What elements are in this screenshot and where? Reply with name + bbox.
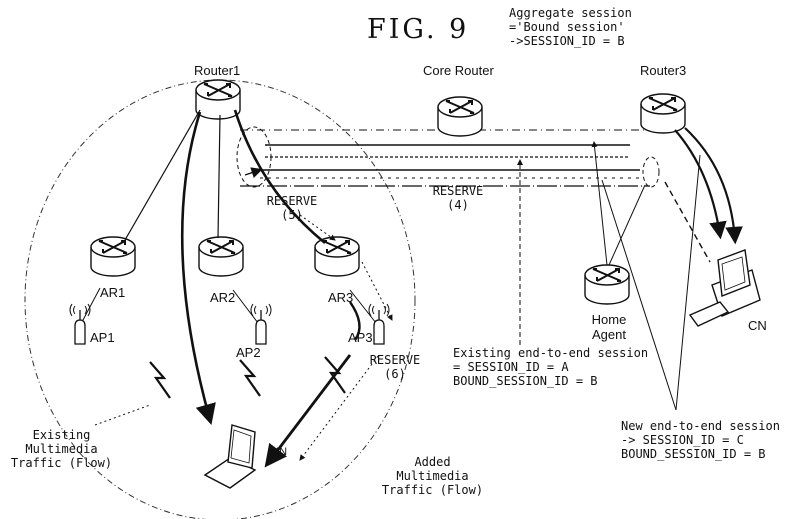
wireless-link-icon: [148, 360, 172, 400]
ap1-label: AP1: [90, 330, 115, 345]
figure-title: FIG. 9: [367, 14, 470, 45]
aggregate-note: Aggregate session='Bound session'->SESSI…: [509, 6, 632, 48]
router1-icon: [195, 79, 241, 120]
wireless-link-icon: [238, 358, 262, 398]
mn-label: MN: [270, 446, 288, 458]
router1-label: Router1: [194, 63, 241, 78]
ar2-label: AR2: [210, 290, 236, 305]
ap3-label: AP3: [348, 330, 373, 345]
ap1-icon: [69, 303, 91, 345]
reserve-5-label: RESERVE(5): [266, 194, 318, 222]
ar3-router-icon: [314, 236, 360, 277]
laptop-mn-icon: [203, 424, 257, 489]
core-router-label: Core Router: [423, 63, 494, 78]
ap2-icon: [250, 303, 272, 345]
backbone-tunnel: [236, 126, 660, 188]
ar3-label: AR3: [328, 290, 354, 305]
router3-icon: [640, 93, 686, 134]
router3-label: Router3: [640, 63, 687, 78]
ar2-router-icon: [198, 236, 244, 277]
ar1-router-icon: [90, 236, 136, 277]
reserve-6-label: RESERVE(6): [369, 353, 421, 381]
ar1-label: AR1: [100, 285, 126, 300]
home-agent-router-icon: [584, 264, 630, 305]
access-links: [82, 109, 743, 468]
existing-session-note: Existing end-to-end session= SESSION_ID …: [453, 346, 649, 388]
cn-label: CN: [748, 318, 767, 333]
computer-cn-icon: [688, 249, 761, 327]
reserve-4-label: RESERVE(4): [432, 184, 484, 212]
ap2-label: AP2: [236, 345, 261, 360]
core-router-icon: [437, 96, 483, 137]
